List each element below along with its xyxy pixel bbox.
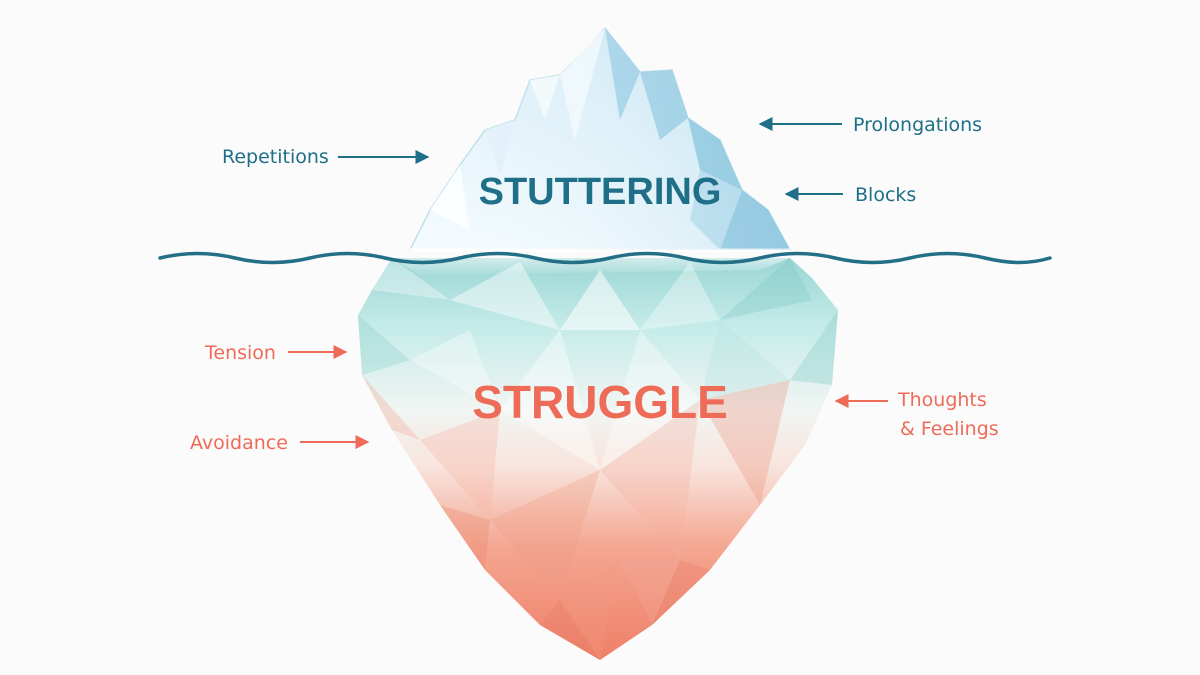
repetitions-label: Repetitions [222, 146, 329, 168]
water-line [158, 251, 1052, 265]
struggle-title: STRUGGLE [472, 376, 728, 428]
iceberg-tip [408, 26, 792, 252]
thoughts-label-line1: Thoughts [897, 389, 987, 411]
blocks-label: Blocks [855, 184, 916, 206]
tension-label: Tension [204, 342, 276, 364]
prolongations-label: Prolongations [853, 114, 982, 136]
iceberg-underwater-body [358, 258, 838, 660]
stuttering-title: STUTTERING [479, 171, 722, 213]
thoughts-label-line2: & Feelings [900, 418, 999, 440]
avoidance-label: Avoidance [190, 432, 288, 454]
